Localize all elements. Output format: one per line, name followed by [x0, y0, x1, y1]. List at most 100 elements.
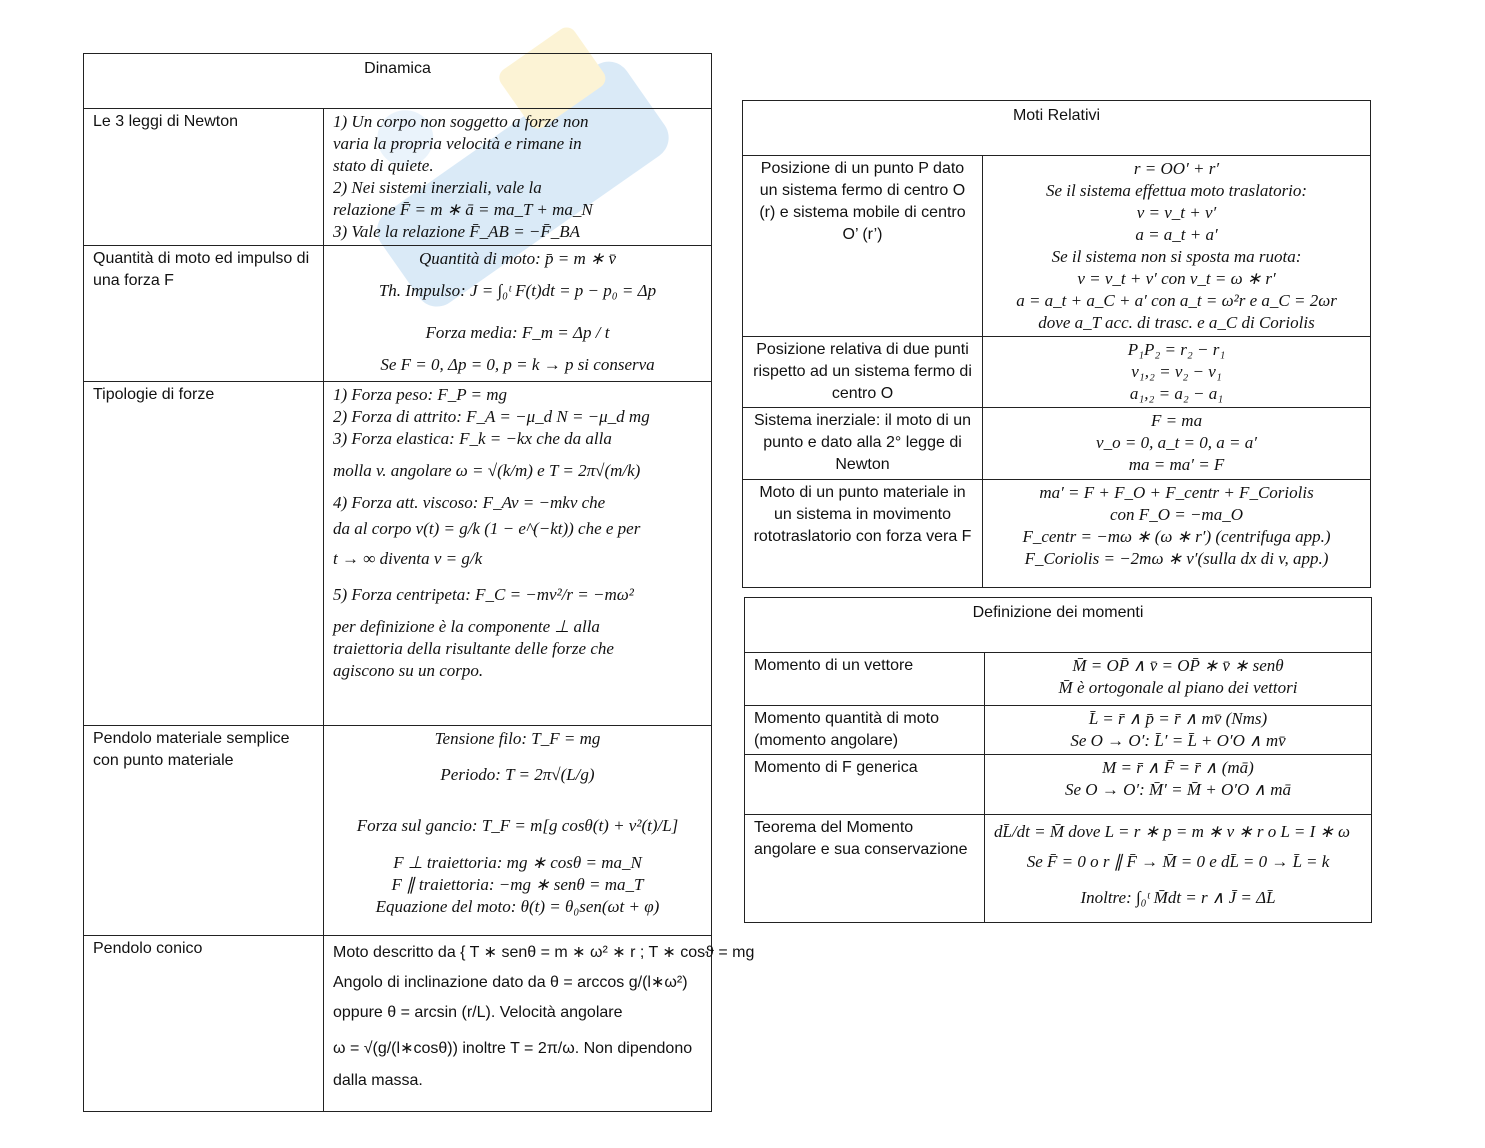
formula-line: 2) Nei sistemi inerziali, vale la [333, 178, 542, 197]
formula-line: Se il sistema non si sposta ma ruota: [1051, 247, 1302, 266]
formula-line: a = a_t + a_C + a′ con a_t = ω²r e a_C =… [1016, 291, 1337, 310]
formula-line: dove a_T acc. di trasc. e a_C di Corioli… [1038, 313, 1315, 332]
formula-line: 3) Vale la relazione F̄_AB = −F̄_BA [333, 222, 581, 241]
formula-cell: r = OO′ + r′ Se il sistema effettua moto… [981, 155, 1372, 337]
table-row: Tipologie di forze 1) Forza peso: F_P = … [83, 381, 712, 726]
formula-line: ma = ma′ = F [1128, 455, 1225, 474]
row-label: Posizione di un punto P dato un sistema … [742, 155, 983, 337]
formula-line: relazione F̄ = m ∗ ā = ma_T + ma_N [333, 200, 593, 219]
formula-line: P₁P₂ = r₂ − r₁ [1127, 340, 1226, 359]
formula-line: v = v_t + v′ [1136, 203, 1217, 222]
moti-relativi-table: Moti Relativi Posizione di un punto P da… [741, 100, 1372, 588]
table-header-row: Moti Relativi [741, 100, 1372, 156]
formula-cell: Moto descritto da { T ∗ senθ = m ∗ ω² ∗ … [323, 935, 755, 1112]
table-row: Momento di F generica M = r̄ ∧ F̄ = r̄ ∧… [744, 754, 1372, 815]
formula-line: varia la propria velocità e rimane in [333, 134, 582, 153]
formula-line: agiscono su un corpo. [333, 661, 484, 680]
formula-line: per definizione è la componente ⊥ alla [333, 617, 600, 636]
formula-line: ω = √(g/(l∗cosθ)) inoltre T = 2π/ω. Non … [333, 1040, 693, 1057]
formula-cell: Quantità di moto: p̄ = m ∗ v̄ Th. Impuls… [323, 245, 712, 382]
formula-line: ma′ = F + F_O + F_centr + F_Coriolis [1039, 483, 1314, 502]
formula-line: 1) Un corpo non soggetto a forze non [333, 112, 589, 131]
momenti-table: Definizione dei momenti Momento di un ve… [744, 597, 1372, 923]
formula-line: dalla massa. [333, 1072, 423, 1089]
table-row: Momento di un vettore M̄ = OP̄ ∧ v̄ = OP… [744, 652, 1372, 706]
formula-line: Se il sistema effettua moto traslatorio: [1045, 181, 1308, 200]
formula-line: F ∥ traiettoria: −mg ∗ senθ = ma_T [391, 875, 644, 894]
formula-line: Tensione filo: T_F = mg [434, 729, 601, 748]
formula-line: 5) Forza centripeta: F_C = −mv²/r = −mω² [333, 585, 634, 604]
formula-line: Th. Impulso: J = ∫₀ᵗ F(t)dt = p − p₀ = Δ… [378, 281, 657, 300]
formula-line: molla v. angolare ω = √(k/m) e T = 2π√(m… [333, 461, 641, 480]
formula-line: Forza media: F_m = Δp / t [425, 323, 610, 342]
formula-line: v = v_t + v′ con v_t = ω ∗ r′ [1077, 269, 1276, 288]
formula-cell: dL̄/dt = M̄ dove L = r ∗ p = m ∗ v ∗ r o… [984, 814, 1372, 923]
table-title: Moti Relativi [741, 100, 1372, 156]
table-row: Sistema inerziale: il moto di un punto e… [742, 407, 1372, 480]
formula-line: 2) Forza di attrito: F_A = −μ_d N = −μ_d… [333, 407, 650, 426]
formula-line: traiettoria della risultante delle forze… [333, 639, 614, 658]
formula-line: a₁,₂ = a₂ − a₁ [1129, 384, 1224, 403]
row-label: Le 3 leggi di Newton [83, 108, 324, 246]
formula-cell: P₁P₂ = r₂ − r₁ v₁,₂ = v₂ − v₁ a₁,₂ = a₂ … [981, 336, 1372, 408]
row-label: Quantità di moto ed impulso di una forza… [83, 245, 324, 382]
formula-line: 4) Forza att. viscoso: F_Av = −mkv che [333, 493, 606, 512]
row-label: Momento quantità di moto (momento angola… [744, 705, 985, 755]
formula-line: F ⊥ traiettoria: mg ∗ cosθ = ma_N [393, 853, 642, 872]
formula-line: M = r̄ ∧ F̄ = r̄ ∧ (mā) [1102, 758, 1254, 777]
row-label: Teorema del Momento angolare e sua conse… [744, 814, 985, 923]
formula-cell: F = ma v_o = 0, a_t = 0, a = a′ ma = ma′… [981, 407, 1372, 480]
table-row: Posizione relativa di due punti rispetto… [742, 336, 1372, 408]
formula-line: oppure θ = arcsin (r/L). Velocità angola… [333, 1004, 623, 1021]
formula-cell: M = r̄ ∧ F̄ = r̄ ∧ (mā) Se O → O′: M̄′ =… [984, 754, 1372, 815]
formula-line: Se F̄ = 0 o r ∥ F̄ → M̄ = 0 e dL̄ = 0 → … [1026, 852, 1330, 871]
formula-line: 3) Forza elastica: F_k = −kx che da alla [333, 429, 612, 448]
row-label: Sistema inerziale: il moto di un punto e… [742, 407, 983, 480]
table-row: Posizione di un punto P dato un sistema … [742, 155, 1372, 337]
formula-cell: ma′ = F + F_O + F_centr + F_Coriolis con… [981, 479, 1372, 588]
formula-line: Inoltre: ∫₀ᵗ M̄dt = r ∧ J̄ = ΔL̄ [1080, 888, 1276, 907]
formula-line: Se F = 0, Δp = 0, p = k → p si conserva [380, 355, 655, 374]
formula-cell: 1) Forza peso: F_P = mg 2) Forza di attr… [323, 381, 712, 726]
formula-cell: M̄ = OP̄ ∧ v̄ = OP̄ ∗ v̄ ∗ senθ M̄ è ort… [984, 652, 1372, 706]
row-label: Posizione relativa di due punti rispetto… [742, 336, 983, 408]
formula-line: da al corpo v(t) = g/k (1 − e^(−kt)) che… [333, 519, 641, 538]
formula-cell: 1) Un corpo non soggetto a forze non var… [323, 108, 712, 246]
formula-line: Moto descritto da { T ∗ senθ = m ∗ ω² ∗ … [333, 944, 755, 961]
table-row: Momento quantità di moto (momento angola… [744, 705, 1372, 755]
formula-line: v_o = 0, a_t = 0, a = a′ [1096, 433, 1257, 452]
table-row: Quantità di moto ed impulso di una forza… [83, 245, 712, 382]
formula-line: con F_O = −ma_O [1110, 505, 1243, 524]
table-row: Moto di un punto materiale in un sistema… [742, 479, 1372, 588]
formula-line: a = a_t + a′ [1135, 225, 1218, 244]
formula-line: Se O → O′: L̄′ = L̄ + O′O ∧ mv̄ [1070, 731, 1286, 750]
row-label: Tipologie di forze [83, 381, 324, 726]
formula-line: F_centr = −mω ∗ (ω ∗ r′) (centrifuga app… [1022, 527, 1331, 546]
formula-line: Equazione del moto: θ(t) = θ₀sen(ωt + φ) [375, 897, 660, 916]
formula-line: Quantità di moto: p̄ = m ∗ v̄ [418, 249, 617, 268]
formula-line: Periodo: T = 2π√(L/g) [440, 765, 595, 784]
table-header-row: Dinamica [83, 53, 712, 109]
table-row: Teorema del Momento angolare e sua conse… [744, 814, 1372, 923]
table-header-row: Definizione dei momenti [744, 597, 1372, 653]
formula-line: M̄ = OP̄ ∧ v̄ = OP̄ ∗ v̄ ∗ senθ [1072, 656, 1284, 675]
table-row: Le 3 leggi di Newton 1) Un corpo non sog… [83, 108, 712, 246]
row-label: Momento di F generica [744, 754, 985, 815]
formula-line: L̄ = r̄ ∧ p̄ = r̄ ∧ mv̄ (Nms) [1088, 709, 1268, 728]
formula-line: F_Coriolis = −2mω ∗ v′(sulla dx di v, ap… [1024, 549, 1329, 568]
row-label: Moto di un punto materiale in un sistema… [742, 479, 983, 588]
row-label: Pendolo conico [83, 935, 324, 1112]
formula-line: t → ∞ diventa v = g/k [333, 549, 483, 568]
formula-cell: L̄ = r̄ ∧ p̄ = r̄ ∧ mv̄ (Nms) Se O → O′:… [984, 705, 1372, 755]
formula-line: stato di quiete. [333, 156, 434, 175]
formula-line: v₁,₂ = v₂ − v₁ [1131, 362, 1222, 381]
dinamica-table: Dinamica Le 3 leggi di Newton 1) Un corp… [83, 53, 755, 1112]
formula-line: Angolo di inclinazione dato da θ = arcco… [333, 974, 688, 991]
row-label: Pendolo materiale semplice con punto mat… [83, 725, 324, 936]
row-label: Momento di un vettore [744, 652, 985, 706]
table-title: Dinamica [83, 53, 712, 109]
formula-line: dL̄/dt = M̄ dove L = r ∗ p = m ∗ v ∗ r o… [994, 822, 1351, 841]
formula-line: r = OO′ + r′ [1133, 159, 1220, 178]
formula-line: F = ma [1150, 411, 1203, 430]
formula-line: 1) Forza peso: F_P = mg [333, 385, 508, 404]
